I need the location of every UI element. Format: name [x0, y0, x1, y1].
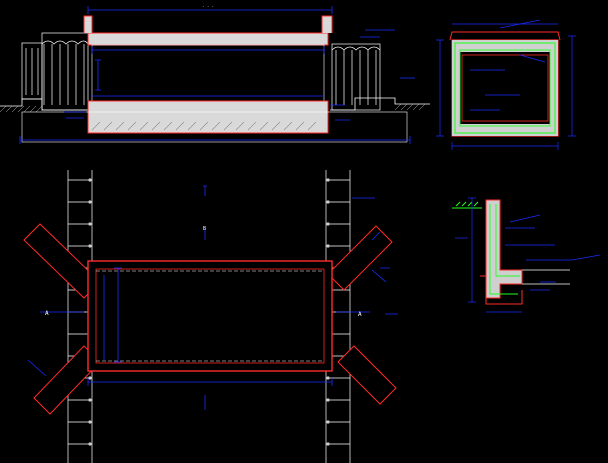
plan-dimensions	[27, 185, 398, 410]
left-embankment-piles	[21, 32, 89, 111]
plan-box-inner	[95, 268, 325, 364]
left-parapet	[83, 15, 93, 33]
section-mark-a-left: A	[45, 310, 49, 317]
rebar-outer	[454, 42, 556, 134]
earth-hatch-right	[394, 103, 426, 111]
longitudinal-dimensions	[19, 6, 415, 144]
cross-dimensions	[436, 19, 576, 150]
cross-opening	[461, 54, 549, 122]
bottom-slab-fill	[88, 101, 328, 133]
plan-box-centre	[96, 270, 324, 362]
earth-hatch-left	[0, 105, 43, 113]
cross-top-cap	[449, 31, 561, 41]
cross-section	[436, 19, 576, 150]
wing-walls	[23, 223, 397, 415]
plan-view: A A B	[23, 170, 398, 463]
detail-ground	[452, 201, 482, 209]
bottom-slab-outline	[87, 100, 329, 134]
bottom-slab-hatch	[91, 121, 317, 131]
top-slab-fill	[88, 33, 328, 45]
detail-slab	[522, 269, 570, 285]
left-wall-cross	[452, 52, 460, 124]
wing-wall-bottom-right	[337, 345, 397, 405]
right-parapet	[321, 15, 333, 33]
detail-rebar	[489, 204, 520, 295]
right-embankment-piles	[331, 43, 381, 111]
rebar-inner	[459, 49, 551, 127]
foundation-base	[21, 111, 408, 143]
plan-marker: B	[203, 226, 206, 232]
section-mark-a-right: A	[358, 311, 362, 318]
plan-box-outer	[87, 260, 333, 372]
detail-footing	[480, 275, 523, 305]
culvert-opening	[91, 44, 325, 102]
right-wall-cross	[550, 52, 558, 124]
wing-wall-top-right	[327, 225, 393, 291]
detail-dimensions	[455, 197, 601, 313]
detail-stem-fill	[485, 199, 523, 299]
wing-wall-detail	[452, 197, 601, 313]
longitudinal-section: · · ·	[0, 4, 430, 144]
dim-text-top: · · ·	[202, 4, 214, 9]
